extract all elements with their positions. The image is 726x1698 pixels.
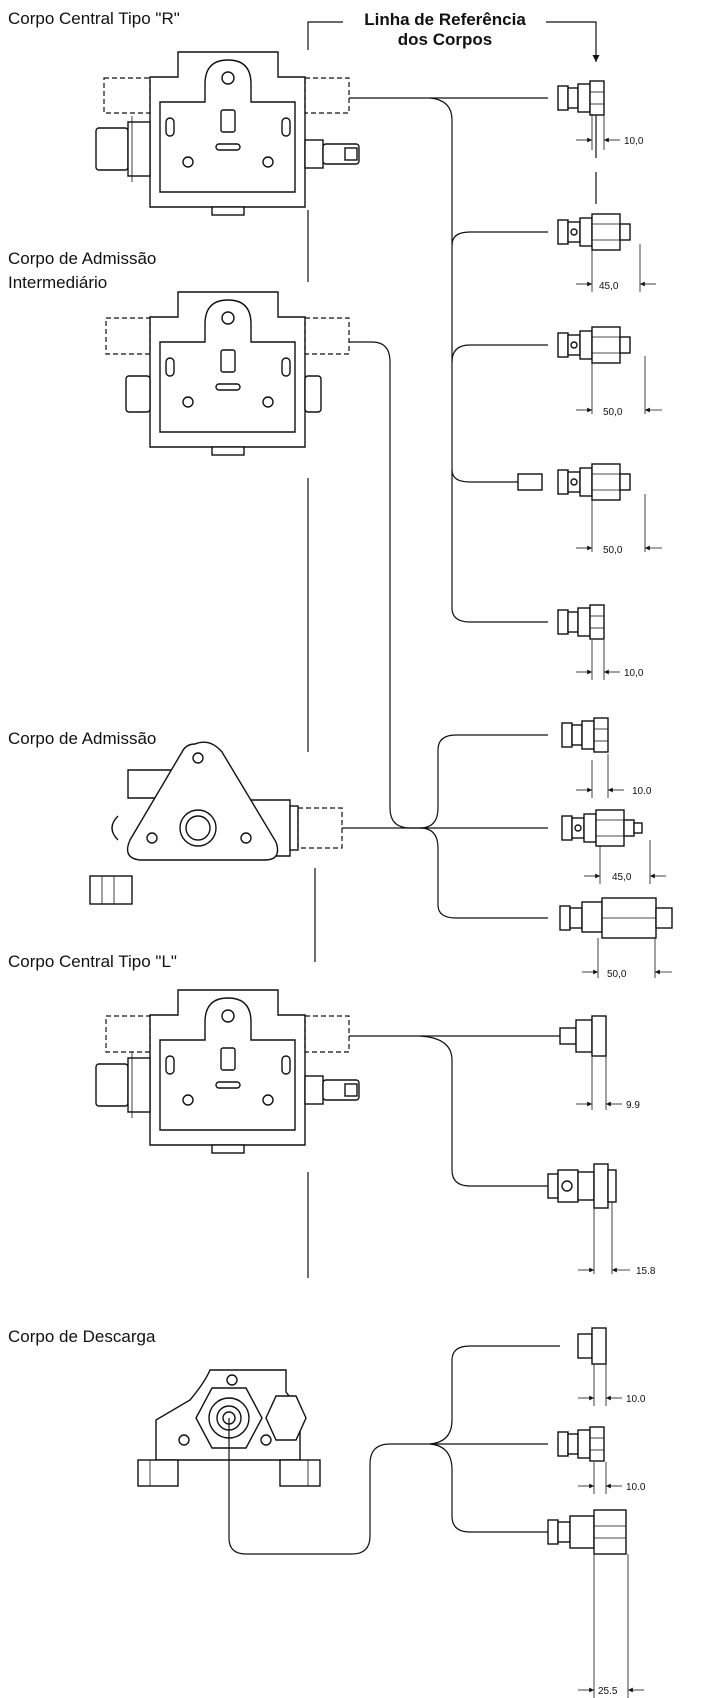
admissao-fitting-1 xyxy=(561,717,624,798)
descarga-fitting-3 xyxy=(547,1509,644,1698)
dim-r-4: 50,0 xyxy=(603,545,623,556)
central-r-fitting-1 xyxy=(557,80,620,150)
central-l-fitting-1 xyxy=(559,1015,622,1110)
label-intermediario-line2: Intermediário xyxy=(8,273,108,292)
central-r-body xyxy=(95,51,360,216)
dim-adm-2: 45,0 xyxy=(612,872,632,883)
reference-line-subtitle: dos Corpos xyxy=(397,30,493,49)
dim-desc-2: 10.0 xyxy=(626,1482,646,1493)
central-r-fitting-4 xyxy=(517,463,662,552)
descarga-fitting-2 xyxy=(557,1426,622,1494)
dim-desc-3: 25.5 xyxy=(598,1686,618,1697)
label-central-l: Corpo Central Tipo "L" xyxy=(8,952,177,971)
dim-desc-1: 10.0 xyxy=(626,1394,646,1405)
label-admissao: Corpo de Admissão xyxy=(8,729,157,748)
admissao-body xyxy=(89,741,343,905)
label-central-r: Corpo Central Tipo "R" xyxy=(8,9,180,28)
central-r-fitting-5 xyxy=(557,604,620,680)
admissao-fitting-2 xyxy=(561,809,666,884)
descarga-routing xyxy=(228,1345,560,1555)
admissao-fitting-3 xyxy=(559,897,673,978)
descarga-fitting-1 xyxy=(577,1327,622,1406)
central-l-fitting-2 xyxy=(547,1163,630,1274)
intermediario-routing xyxy=(349,341,420,829)
dim-r-2: 45,0 xyxy=(599,281,619,292)
label-intermediario-line1: Corpo de Admissão xyxy=(8,249,157,268)
central-r-fitting-3 xyxy=(557,326,662,414)
central-l-body xyxy=(95,989,360,1154)
central-l-routing xyxy=(349,1035,560,1187)
reference-line-title: Linha de Referência xyxy=(364,10,526,29)
dim-l-2: 15.8 xyxy=(636,1266,656,1277)
dimension-labels: 10,0 45,0 50,0 50,0 10,0 10.0 45,0 50,0 … xyxy=(598,136,656,1697)
label-descarga: Corpo de Descarga xyxy=(8,1327,156,1346)
dim-r-5: 10,0 xyxy=(624,668,644,679)
dim-l-1: 9.9 xyxy=(626,1100,640,1111)
intermediario-body xyxy=(105,291,350,456)
dim-r-3: 50,0 xyxy=(603,407,623,418)
dim-adm-1: 10.0 xyxy=(632,786,652,797)
dim-r-1: 10,0 xyxy=(624,136,644,147)
admissao-routing xyxy=(342,734,548,919)
central-r-fitting-2 xyxy=(557,213,656,292)
dim-adm-3: 50,0 xyxy=(607,969,627,980)
central-r-routing xyxy=(349,97,548,623)
separator-lines xyxy=(307,210,316,1278)
